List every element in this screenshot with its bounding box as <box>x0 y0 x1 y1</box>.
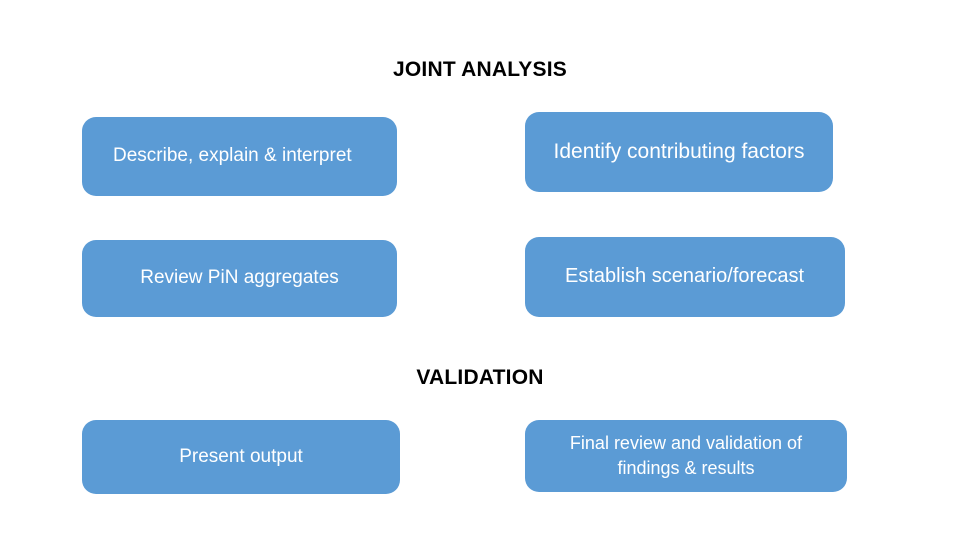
process-box-review-pin-aggregates[interactable]: Review PiN aggregates <box>82 240 397 317</box>
process-box-label: Identify contributing factors <box>553 139 805 163</box>
section-heading-joint-analysis: JOINT ANALYSIS <box>393 58 567 81</box>
process-box-present-output[interactable]: Present output <box>82 420 400 494</box>
process-box-describe-explain-interpret[interactable]: Describe, explain & interpret <box>82 117 397 196</box>
process-box-label: Establish scenario/forecast <box>565 265 805 288</box>
process-box-label: Final review and validation of findings … <box>569 433 803 478</box>
process-box-label: Describe, explain & interpret <box>113 145 352 167</box>
process-box-label: Review PiN aggregates <box>140 267 339 289</box>
process-box-identify-contributing-factors[interactable]: Identify contributing factors <box>525 112 833 192</box>
process-box-final-review-and-validation[interactable]: Final review and validation of findings … <box>525 420 847 492</box>
process-box-establish-scenario-forecast[interactable]: Establish scenario/forecast <box>525 237 845 317</box>
process-box-label: Present output <box>179 445 303 467</box>
section-heading-validation: VALIDATION <box>416 366 544 389</box>
